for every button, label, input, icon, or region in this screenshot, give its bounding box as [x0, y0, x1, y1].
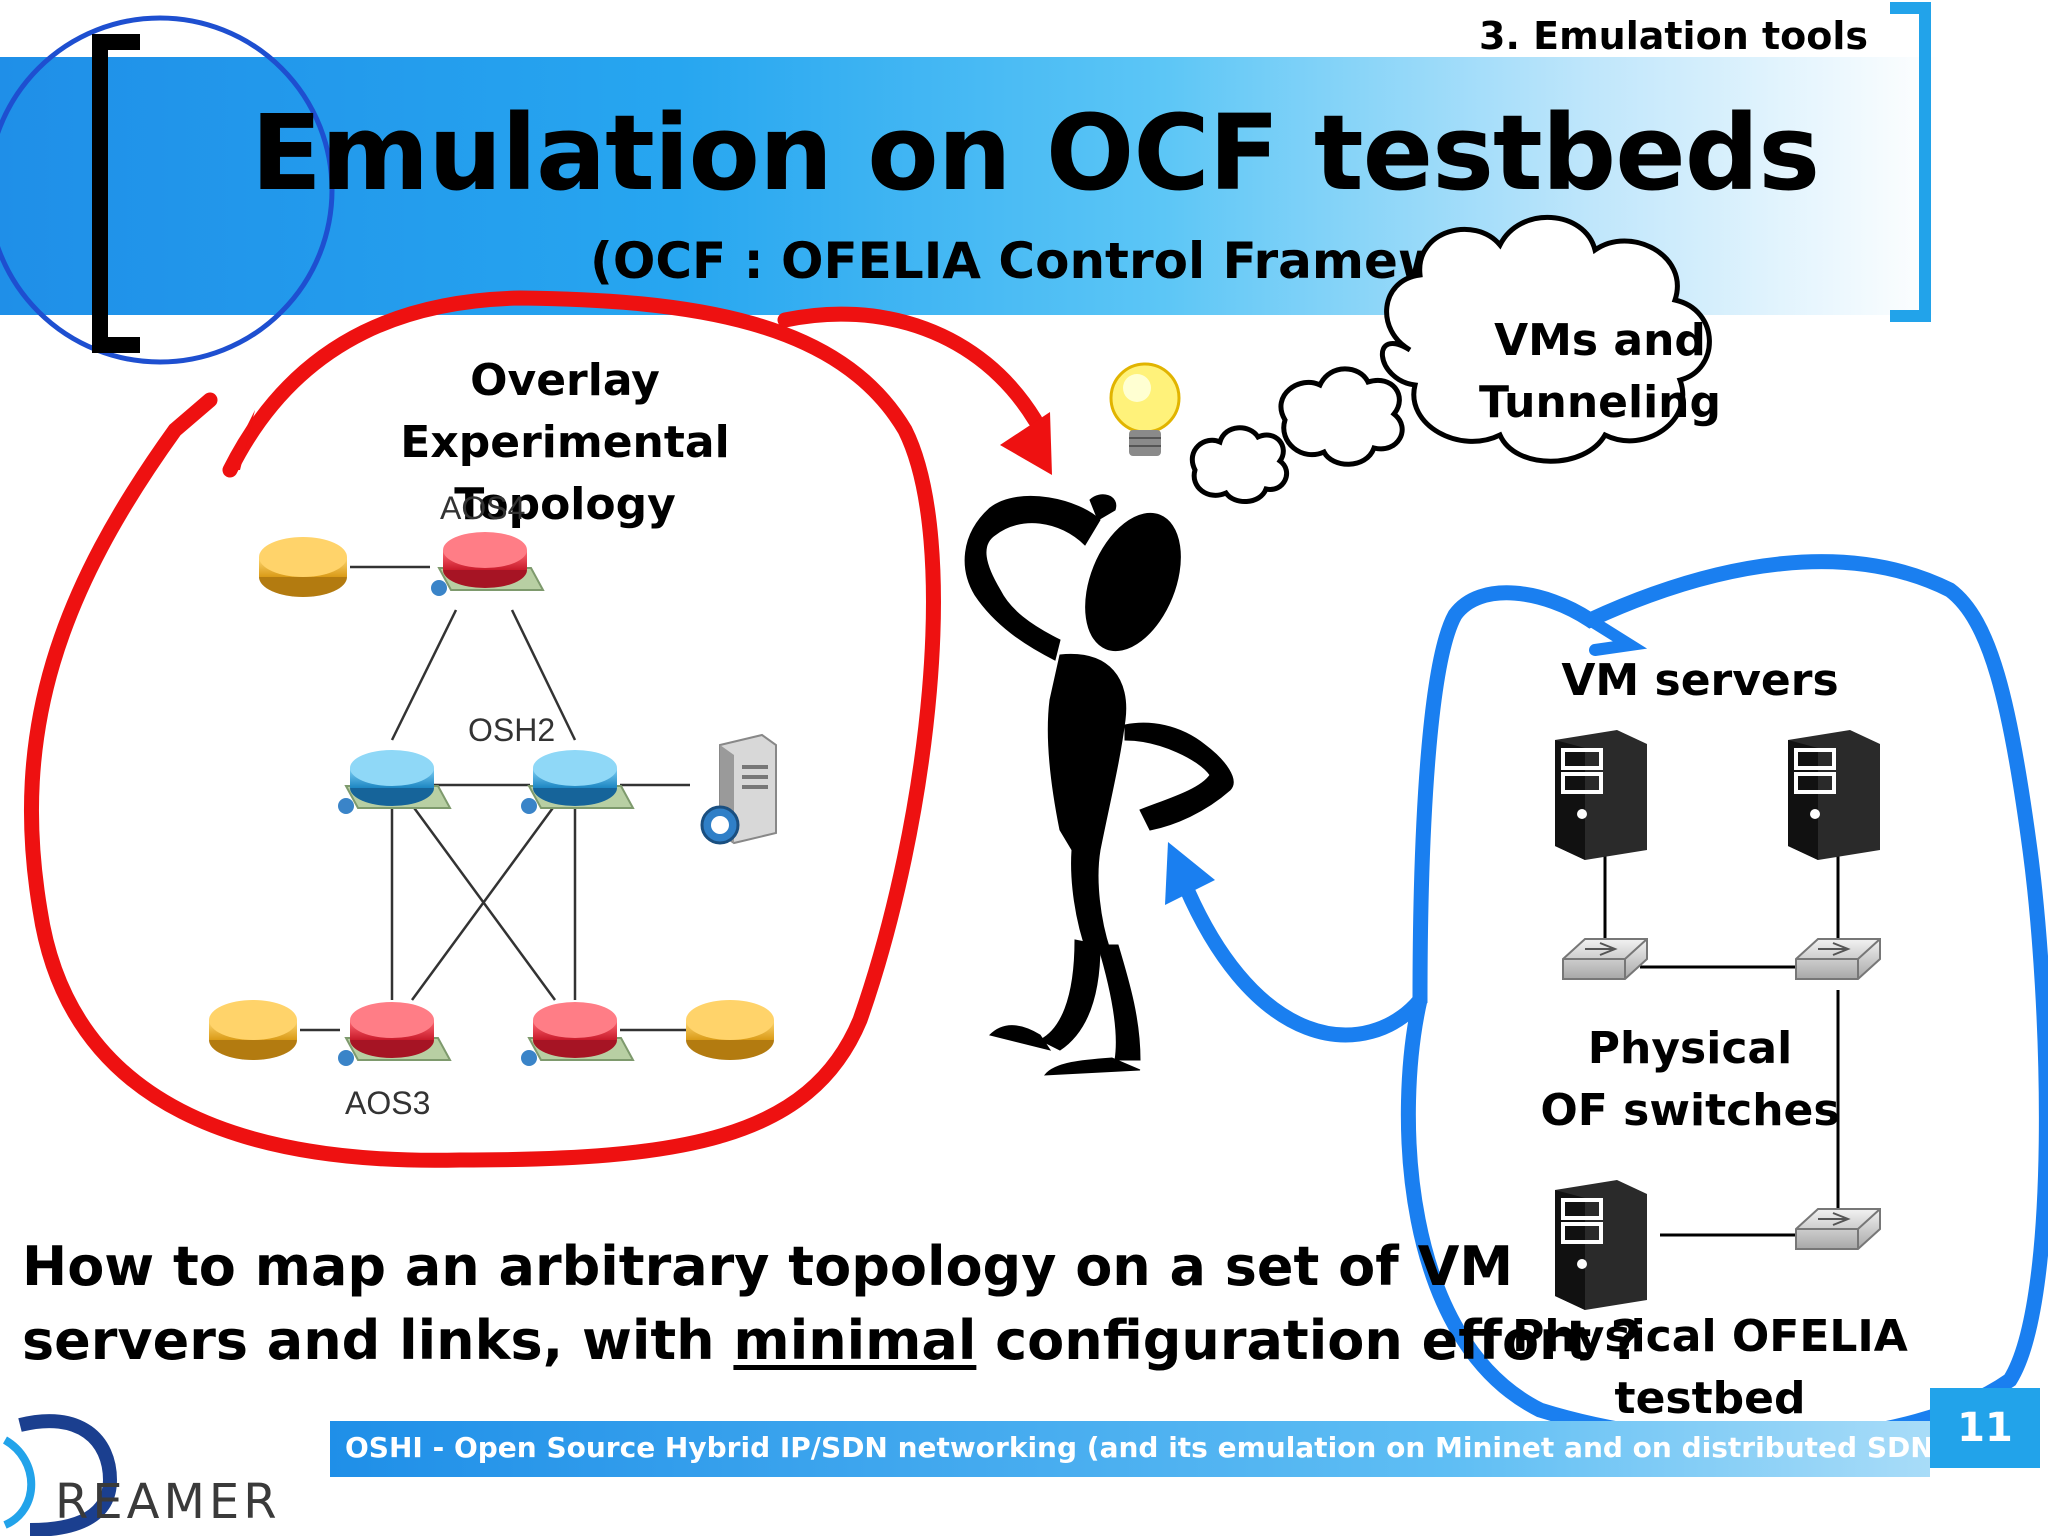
lightbulb-icon — [1109, 362, 1181, 456]
node-label-aos4: AOS4 — [440, 490, 526, 526]
switches-line-2: OF switches — [1540, 1085, 1840, 1136]
router-icon — [338, 1002, 451, 1066]
overlay-arrow — [777, 306, 1043, 428]
question-line-2: servers and links, with minimal configur… — [22, 1304, 1642, 1378]
router-icon — [521, 750, 634, 814]
node-label-osh2: OSH2 — [468, 712, 556, 748]
right-bracket — [1890, 2, 1931, 322]
switches-line-1: Physical — [1587, 1023, 1793, 1074]
vm-servers-label: VM servers — [1561, 655, 1839, 706]
question-emphasis: minimal — [733, 1309, 977, 1372]
router-icon — [259, 537, 347, 597]
section-label: 3. Emulation tools — [1479, 14, 1868, 58]
thinking-person-icon — [964, 494, 1234, 1076]
overlay-arrowhead — [1000, 412, 1052, 475]
dreamer-logo — [2, 1414, 118, 1536]
server-icon — [1555, 730, 1647, 860]
thought-bubble — [1190, 214, 1712, 504]
question-line-1: How to map an arbitrary topology on a se… — [22, 1235, 1514, 1298]
topology-links — [300, 565, 690, 1032]
question-text: How to map an arbitrary topology on a se… — [22, 1230, 1642, 1378]
router-icon — [338, 750, 451, 814]
router-icon — [431, 532, 544, 596]
testbed-links — [1603, 850, 1840, 1237]
page-number: 11 — [1930, 1388, 2040, 1468]
left-bracket — [92, 34, 140, 353]
switch-icon — [1795, 938, 1881, 980]
decor-circle — [0, 15, 335, 365]
bubble-line-2: Tunneling — [1479, 377, 1721, 428]
page-subtitle: (OCF : OFELIA Control Framework) — [590, 232, 1560, 290]
overlay-heading: Overlay Experimental Topology — [300, 350, 830, 536]
overlay-circle — [24, 290, 941, 1168]
testbed-label: Physical OFELIA testbed — [1500, 1306, 1920, 1430]
server-icon — [700, 733, 777, 845]
footer-bar — [330, 1421, 1930, 1477]
server-icon — [1555, 1180, 1647, 1310]
page-title: Emulation on OCF testbeds — [250, 92, 1820, 214]
bubble-line-1: VMs and — [1494, 315, 1706, 366]
switches-label: Physical OF switches — [1540, 1018, 1840, 1142]
overlay-heading-line-2: Topology — [454, 479, 676, 530]
question-line-2-end: configuration effort ? — [976, 1309, 1642, 1372]
testbed-arrowhead — [1165, 842, 1215, 905]
overlay-heading-line-1: Overlay Experimental — [400, 355, 730, 468]
bubble-text: VMs and Tunneling — [1440, 310, 1760, 434]
logo-text: REAMER — [55, 1474, 281, 1530]
node-label-aos3: AOS3 — [345, 1085, 431, 1121]
router-icon — [686, 1000, 774, 1060]
switch-icon — [1795, 1208, 1881, 1250]
footer-text: OSHI - Open Source Hybrid IP/SDN network… — [345, 1431, 2048, 1464]
server-icon — [1788, 730, 1880, 860]
router-icon — [521, 1002, 634, 1066]
testbed-line-1: Physical OFELIA — [1512, 1311, 1908, 1362]
testbed-line-2: testbed — [1614, 1373, 1806, 1424]
switch-icon — [1562, 938, 1648, 980]
question-line-2-start: servers and links, with — [22, 1309, 734, 1372]
router-icon — [209, 1000, 297, 1060]
